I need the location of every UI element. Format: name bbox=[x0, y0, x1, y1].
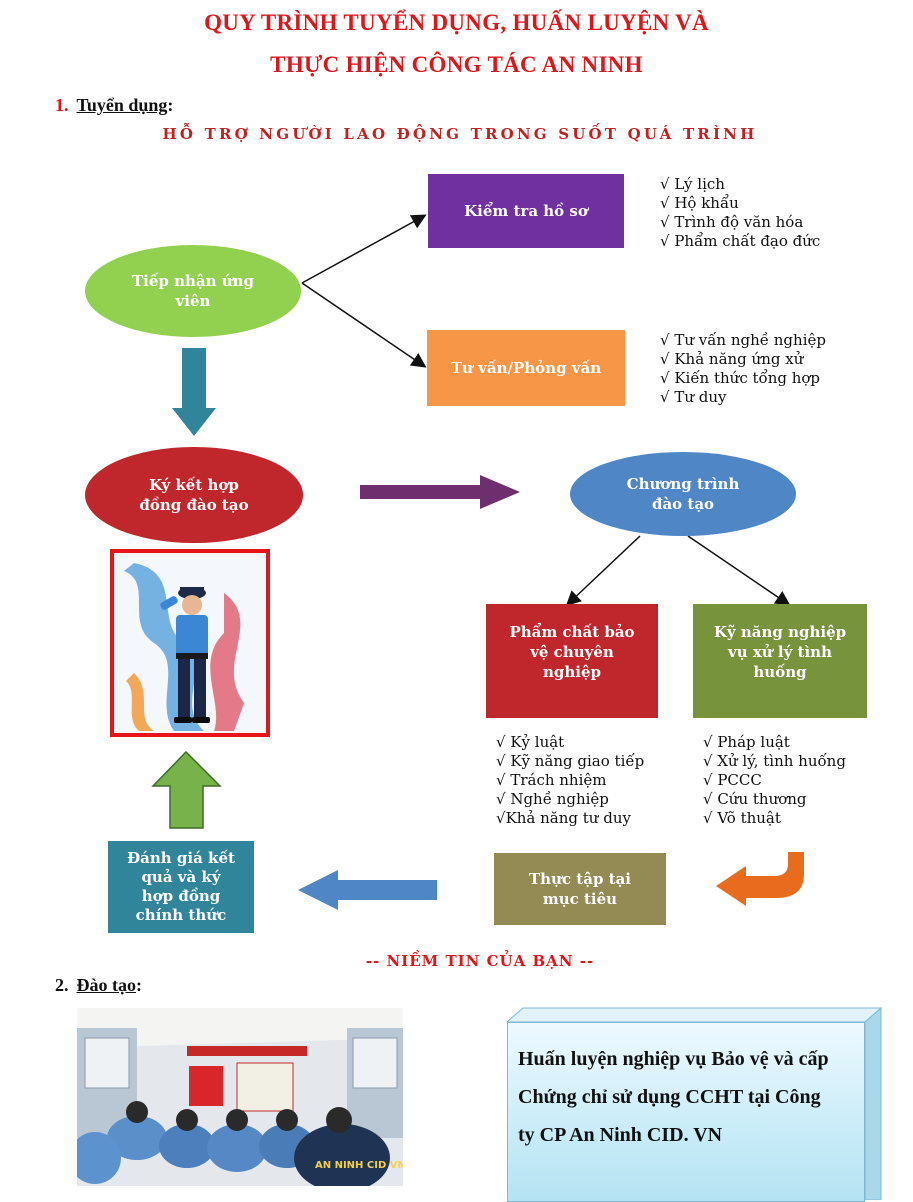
page-title-line2: THỰC HIỆN CÔNG TÁC AN NINH bbox=[270, 52, 643, 77]
section-number: 2. bbox=[55, 975, 69, 995]
node-text: vệ chuyên bbox=[530, 643, 614, 661]
up-arrow-icon bbox=[151, 750, 222, 829]
section-label: Đào tạo bbox=[76, 975, 137, 995]
node-text: Phẩm chất bảo bbox=[509, 623, 635, 641]
node-text: nghiệp bbox=[542, 663, 602, 681]
section-1-heading: 1. Tuyển dụng: bbox=[55, 95, 173, 116]
pham-chat-list: Kỷ luật Kỹ năng giao tiếp Trách nhiệm Ng… bbox=[496, 733, 644, 809]
uniform-text: AN NINH CID VN bbox=[315, 1160, 403, 1171]
node-text: huống bbox=[753, 663, 807, 681]
training-callout bbox=[507, 1022, 865, 1202]
connector-to-ky-nang bbox=[687, 535, 791, 606]
section-number: 1. bbox=[55, 95, 69, 115]
left-arrow-icon bbox=[298, 870, 437, 910]
callout-line: ty CP An Ninh CID. VN bbox=[518, 1124, 723, 1146]
list-item: Phẩm chất đạo đức bbox=[660, 232, 820, 251]
node-text: Tư vấn/Phỏng vấn bbox=[450, 359, 602, 377]
list-item: Kỷ luật bbox=[496, 733, 644, 752]
node-text: Thực tập tại bbox=[528, 870, 632, 888]
pham-chat-list-last: Khả năng tư duy bbox=[496, 809, 631, 828]
list-item: Trách nhiệm bbox=[496, 771, 644, 790]
node-text: chính thức bbox=[135, 906, 227, 924]
connector-to-kiem-tra bbox=[301, 214, 427, 284]
list-item: Cứu thương bbox=[703, 790, 846, 809]
node-text: Đánh giá kết bbox=[127, 849, 235, 867]
ky-ket-oval: Ký kết hợp đồng đào tạo bbox=[85, 447, 303, 543]
list-item: Tư duy bbox=[660, 388, 826, 407]
footer-tagline: -- NIỀM TIN CỦA BẠN -- bbox=[365, 952, 595, 970]
list-item: Kiến thức tổng hợp bbox=[660, 369, 826, 388]
tu-van-list: Tư vấn nghề nghiệp Khả năng ứng xử Kiến … bbox=[660, 331, 826, 407]
section-colon: : bbox=[136, 975, 142, 995]
node-text: Kiểm tra hồ sơ bbox=[464, 202, 588, 220]
list-item: Tư vấn nghề nghiệp bbox=[660, 331, 826, 350]
curved-arrow-icon bbox=[716, 852, 804, 906]
callout-text: Huấn luyện nghiệp vụ Bảo vệ và cấp Chứng… bbox=[518, 1040, 858, 1154]
thuc-tap-box: Thực tập tại mục tiêu bbox=[494, 853, 666, 925]
node-text: đào tạo bbox=[651, 495, 715, 513]
callout-line: Chứng chỉ sử dụng CCHT tại Công bbox=[518, 1086, 821, 1108]
list-item: Trình độ văn hóa bbox=[660, 213, 820, 232]
node-text: vụ xử lý tình bbox=[728, 643, 832, 661]
list-item: Khả năng ứng xử bbox=[660, 350, 826, 369]
node-text: Kỹ năng nghiệp bbox=[713, 623, 847, 641]
tiep-nhan-oval: Tiếp nhận ứng viên bbox=[85, 245, 301, 337]
node-text: viên bbox=[175, 292, 211, 310]
list-item: Võ thuật bbox=[703, 809, 846, 828]
node-text: Tiếp nhận ứng bbox=[131, 272, 255, 290]
list-item: PCCC bbox=[703, 771, 846, 790]
list-item: Kỹ năng giao tiếp bbox=[496, 752, 644, 771]
list-item: Nghề nghiệp bbox=[496, 790, 644, 809]
callout-line: Huấn luyện nghiệp vụ Bảo vệ và cấp bbox=[518, 1048, 829, 1070]
list-item: Khả năng tư duy bbox=[496, 809, 631, 828]
ky-nang-box: Kỹ năng nghiệp vụ xử lý tình huống bbox=[693, 604, 867, 718]
right-arrow-icon bbox=[360, 475, 520, 509]
node-text: mục tiêu bbox=[542, 890, 618, 908]
section-2-heading: 2. Đào tạo: bbox=[55, 975, 142, 996]
security-guard-photo bbox=[110, 549, 270, 737]
guard-illustration bbox=[124, 563, 244, 731]
banner-subtitle: HỖ TRỢ NGƯỜI LAO ĐỘNG TRONG SUỐT QUÁ TRÌ… bbox=[162, 125, 758, 143]
node-text: Chương trình bbox=[626, 475, 740, 493]
node-text: quả và ký bbox=[141, 868, 221, 886]
ky-nang-list: Pháp luật Xử lý, tình huống PCCC Cứu thư… bbox=[703, 733, 846, 828]
training-photo: AN NINH CID VN bbox=[77, 1008, 403, 1186]
tu-van-box: Tư vấn/Phỏng vấn bbox=[427, 330, 625, 406]
list-item: Xử lý, tình huống bbox=[703, 752, 846, 771]
section-label: Tuyển dụng bbox=[76, 95, 168, 115]
classroom-illustration: AN NINH CID VN bbox=[77, 1008, 403, 1186]
node-text: hợp đồng bbox=[141, 887, 221, 905]
kiem-tra-list: Lý lịch Hộ khẩu Trình độ văn hóa Phẩm ch… bbox=[660, 175, 820, 251]
callout-bevel bbox=[505, 1006, 883, 1200]
pham-chat-box: Phẩm chất bảo vệ chuyên nghiệp bbox=[486, 604, 658, 718]
kiem-tra-box: Kiểm tra hồ sơ bbox=[428, 174, 624, 248]
list-item: Pháp luật bbox=[703, 733, 846, 752]
chuong-trinh-oval: Chương trình đào tạo bbox=[570, 452, 796, 536]
node-text: đồng đào tạo bbox=[139, 496, 249, 514]
connector-to-pham-chat bbox=[565, 535, 641, 607]
page-title-line1: QUY TRÌNH TUYỂN DỤNG, HUẤN LUYỆN VÀ bbox=[204, 10, 709, 35]
connector-to-tu-van bbox=[301, 282, 427, 368]
section-colon: : bbox=[167, 95, 174, 115]
down-arrow-icon bbox=[172, 348, 216, 436]
list-item: Lý lịch bbox=[660, 175, 820, 194]
node-text: Ký kết hợp bbox=[149, 476, 239, 494]
list-item: Hộ khẩu bbox=[660, 194, 820, 213]
